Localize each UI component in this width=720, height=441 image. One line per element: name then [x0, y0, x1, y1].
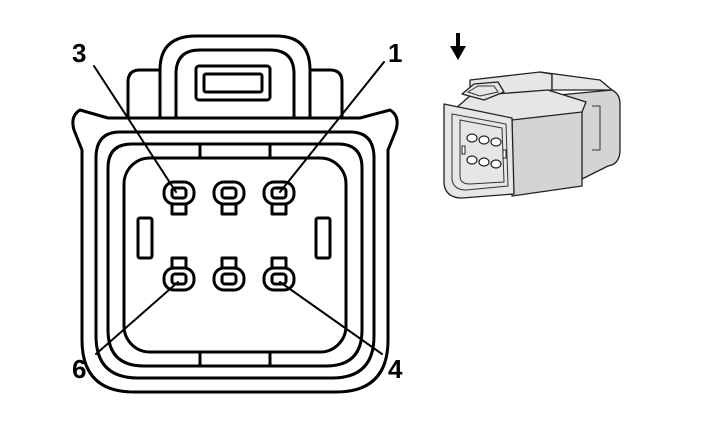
leader-line-pin-4	[279, 281, 383, 355]
connector-face-view: 3 1 6 4	[71, 34, 403, 394]
cavity-3d-bottom-row	[466, 155, 502, 169]
cavity-pin-1	[262, 180, 296, 216]
latch-window	[194, 64, 272, 102]
cavity-3d-top-row	[466, 133, 502, 147]
cavity-pin-4	[262, 256, 296, 292]
cavity-pin-3	[162, 180, 196, 216]
leader-line-pin-1	[279, 61, 385, 193]
side-slot-right	[314, 216, 332, 260]
cavity-pin-6	[162, 256, 196, 292]
down-arrow-icon	[450, 33, 466, 60]
pin-label-6: 6	[72, 354, 86, 384]
pin-block	[122, 156, 348, 354]
cavity-pin-2	[212, 180, 246, 216]
cavity-pin-5	[212, 256, 246, 292]
pin-label-1: 1	[388, 38, 402, 68]
leader-line-pin-6	[95, 281, 179, 355]
pin-label-3: 3	[72, 38, 86, 68]
leader-line-pin-3	[93, 65, 177, 193]
connector-3d-view	[443, 71, 621, 199]
pin-label-4: 4	[388, 354, 403, 384]
side-slot-left	[136, 216, 154, 260]
